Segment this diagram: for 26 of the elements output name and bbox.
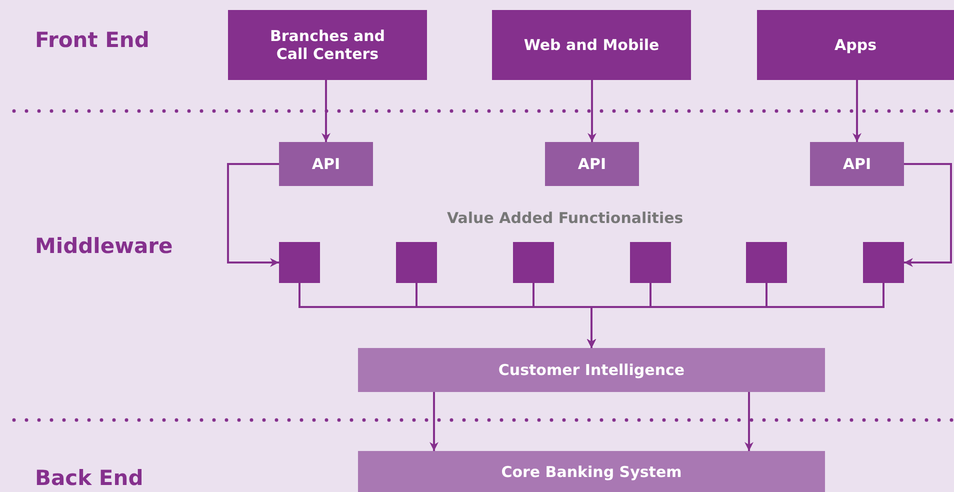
function-block (863, 242, 904, 283)
function-block (279, 242, 320, 283)
api-box: API (545, 142, 639, 186)
function-block (396, 242, 437, 283)
process-box: Customer Intelligence (358, 348, 825, 392)
process-box: Web and Mobile (492, 10, 691, 80)
layer-label: Back End (35, 466, 144, 490)
process-box: Apps (757, 10, 954, 80)
arrow (904, 163, 952, 267)
arrow (852, 80, 862, 142)
arrow (430, 392, 438, 451)
layer-label: Middleware (35, 234, 173, 258)
api-box: API (810, 142, 904, 186)
arrow (227, 163, 279, 267)
process-box: Branches and Call Centers (228, 10, 427, 80)
function-block (630, 242, 671, 283)
layer-label: Front End (35, 28, 150, 52)
function-block (513, 242, 554, 283)
group-heading: Value Added Functionalities (447, 209, 684, 227)
api-box: API (279, 142, 373, 186)
process-box: Core Banking System (358, 451, 825, 492)
function-block (746, 242, 787, 283)
arrow (588, 80, 596, 142)
arrow (587, 283, 884, 348)
arrow (744, 392, 754, 451)
arrow (322, 80, 330, 142)
